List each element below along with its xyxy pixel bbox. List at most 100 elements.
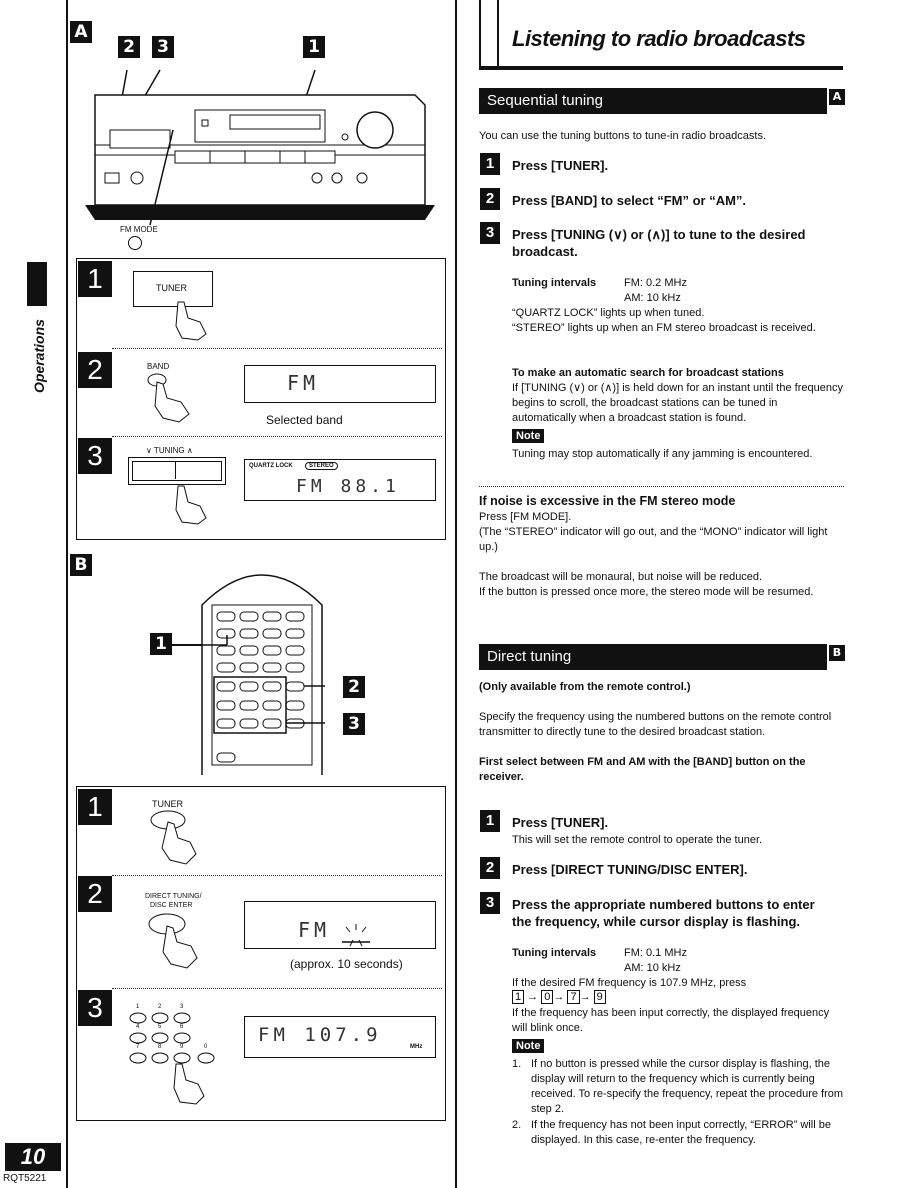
key-1: 1	[136, 1004, 140, 1010]
hand-icon	[173, 1063, 205, 1105]
divider	[112, 436, 442, 437]
key-box: 0	[541, 990, 554, 1004]
band-display-caption: Selected band	[266, 413, 343, 427]
tuning-buttons-inner	[132, 461, 222, 481]
auto-search-heading: To make an automatic search for broadcas…	[512, 367, 784, 379]
band-display-text: FM	[287, 371, 320, 395]
figure-b-steps-panel	[76, 786, 446, 1121]
hand-icon	[175, 485, 207, 525]
band-display	[244, 365, 436, 403]
sequential-intro: You can use the tuning buttons to tune-i…	[479, 130, 767, 142]
noise-text-4: If the button is pressed once more, the …	[479, 586, 814, 598]
direct-note-2: If the frequency has not been input corr…	[531, 1119, 831, 1146]
title-underline	[479, 66, 843, 70]
seq-step-3-text: Press [TUNING (∨) or (∧)] to tune to the…	[512, 227, 806, 259]
direct-tuning-label-1: DIRECT TUNING/	[145, 893, 202, 900]
tuning-display-text: FM 88.1	[296, 476, 400, 497]
step-b3-number: 3	[78, 990, 112, 1026]
direct-display-text: FM	[298, 918, 331, 942]
step-a1-number: 1	[78, 261, 112, 297]
callout-b1: 1	[150, 633, 172, 655]
band-button-label: BAND	[147, 362, 170, 371]
remote-control-illustration	[200, 574, 325, 775]
page-title: Listening to radio broadcasts	[512, 26, 806, 51]
step-a2-number: 2	[78, 352, 112, 388]
frequency-display	[244, 1016, 436, 1058]
tuning-buttons	[128, 457, 226, 485]
seq-note-label: Note	[512, 429, 545, 443]
divider	[112, 348, 442, 349]
direct-step-1-sub: This will set the remote control to oper…	[512, 834, 763, 846]
key-box: 9	[593, 990, 606, 1004]
direct-intervals-label: Tuning intervals	[512, 947, 597, 959]
title-bracket	[479, 0, 499, 70]
seq-intervals-label: Tuning intervals	[512, 277, 597, 289]
direct-note-2-number: 2.	[512, 1119, 522, 1131]
direct-note-1: If no button is pressed while the cursor…	[531, 1058, 844, 1115]
noise-text-1: Press [FM MODE].	[479, 511, 572, 523]
step-b1-number: 1	[78, 789, 112, 825]
direct-tuning-heading: Direct tuning	[479, 644, 827, 670]
key-box: 1	[512, 990, 525, 1004]
direct-intervals-am: AM: 10 kHz	[624, 962, 681, 974]
seq-step-1-text: Press [TUNER].	[512, 158, 609, 173]
fm-mode-label: FM MODE	[120, 225, 158, 234]
hand-icon	[147, 373, 190, 423]
key-box: 7	[567, 990, 580, 1004]
divider	[112, 988, 442, 989]
key-5: 5	[158, 1024, 162, 1030]
figure-a-steps-panel	[76, 258, 446, 540]
numeric-keypad	[129, 1012, 215, 1064]
seq-stereo-text: “STEREO” lights up when an FM stereo bro…	[512, 322, 816, 334]
frequency-display-text: FM 107.9	[258, 1024, 382, 1046]
direct-display-caption: (approx. 10 seconds)	[290, 957, 403, 971]
sequential-letter: A	[829, 89, 845, 105]
direct-intervals-fm: FM: 0.1 MHz	[624, 947, 687, 959]
key-9: 9	[180, 1044, 184, 1050]
figure-b-letter: B	[70, 554, 92, 576]
tuner-button-label: TUNER	[156, 283, 187, 293]
callout-1: 1	[303, 36, 325, 58]
key-3: 3	[180, 1004, 184, 1010]
callout-3: 3	[152, 36, 174, 58]
fm-mode-button	[128, 236, 142, 250]
direct-remote-only: (Only available from the remote control.…	[479, 681, 691, 693]
key-0: 0	[204, 1044, 208, 1050]
direct-tuning-label-2: DISC ENTER	[150, 902, 193, 909]
receiver-illustration	[85, 69, 435, 226]
tuning-buttons-divider	[175, 461, 176, 479]
frequency-unit: MHz	[410, 1044, 423, 1050]
noise-text-2: (The “STEREO” indicator will go out, and…	[479, 526, 828, 553]
direct-blink-text: If the frequency has been input correctl…	[512, 1007, 830, 1034]
direct-step-3-text: Press the appropriate numbered buttons t…	[512, 897, 815, 929]
direct-intro: Specify the frequency using the numbered…	[479, 711, 832, 738]
auto-search-text: If [TUNING (∨) or (∧)] is held down for …	[512, 382, 843, 424]
divider	[112, 875, 442, 876]
hand-icon	[175, 301, 207, 341]
seq-step-1-number: 1	[480, 153, 500, 175]
side-tab-block	[27, 262, 47, 306]
direct-first: First select between FM and AM with the …	[479, 756, 806, 783]
callout-b2: 2	[343, 676, 365, 698]
cursor-flash-icon	[342, 924, 370, 947]
direct-note-label: Note	[512, 1039, 545, 1053]
step-a3-number: 3	[78, 438, 112, 474]
tuning-display	[244, 459, 436, 501]
seq-step-2-number: 2	[480, 188, 500, 210]
direct-note-1-number: 1.	[512, 1058, 522, 1070]
key-sequence: 1 → 0→ 7→ 9	[512, 990, 606, 1004]
key-6: 6	[180, 1024, 184, 1030]
seq-quartz-text: “QUARTZ LOCK” lights up when tuned.	[512, 307, 705, 319]
hand-icon	[150, 810, 197, 865]
seq-intervals-am: AM: 10 kHz	[624, 292, 681, 304]
direct-step-1-text: Press [TUNER].	[512, 815, 609, 830]
direct-step-2-text: Press [DIRECT TUNING/DISC ENTER].	[512, 862, 748, 877]
divider	[479, 486, 844, 487]
direct-example: If the desired FM frequency is 107.9 MHz…	[512, 977, 747, 989]
tuner-label: TUNER	[152, 799, 183, 809]
left-column-rule	[66, 0, 68, 1188]
seq-step-3-number: 3	[480, 222, 500, 244]
tuning-button-label: ∨ TUNING ∧	[146, 446, 193, 455]
key-2: 2	[158, 1004, 162, 1010]
direct-step-3-number: 3	[480, 892, 500, 914]
